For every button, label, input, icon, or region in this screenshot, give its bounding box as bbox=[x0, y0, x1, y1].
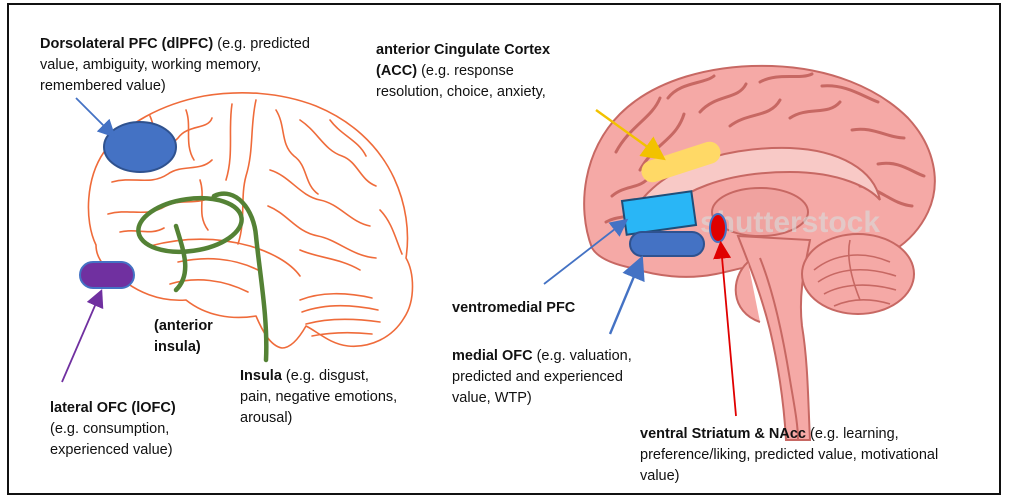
vmpfc-label-bold: ventromedial PFC bbox=[452, 300, 575, 316]
mofc-label-bold: medial OFC bbox=[452, 348, 533, 364]
vmpfc-label: ventromedial PFC bbox=[452, 298, 632, 319]
vs-marker bbox=[710, 214, 726, 242]
lofc-arrow bbox=[62, 294, 100, 382]
dlpfc-marker bbox=[104, 122, 176, 172]
anterior-insula-label-bold: (anterior insula) bbox=[154, 318, 213, 355]
lofc-label: lateral OFC (lOFC) (e.g. consumption, ex… bbox=[50, 398, 200, 461]
dlpfc-label-bold: Dorsolateral PFC (dlPFC) bbox=[40, 36, 213, 52]
lofc-label-bold: lateral OFC (lOFC) bbox=[50, 400, 176, 416]
dlpfc-arrow bbox=[76, 98, 112, 134]
vs-label: ventral Striatum & NAcc (e.g. learning, … bbox=[640, 424, 940, 487]
lofc-marker bbox=[80, 262, 134, 288]
vs-label-bold: ventral Striatum & NAcc bbox=[640, 426, 806, 442]
mofc-label: medial OFC (e.g. valuation, predicted an… bbox=[452, 346, 662, 409]
insula-label-bold: Insula bbox=[240, 368, 282, 384]
lofc-label-text: (e.g. consumption, experienced value) bbox=[50, 421, 173, 458]
anterior-insula-label: (anterior insula) bbox=[154, 316, 234, 358]
acc-label: anterior Cingulate Cortex (ACC) (e.g. re… bbox=[376, 40, 576, 103]
insula-label: Insula (e.g. disgust, pain, negative emo… bbox=[240, 366, 400, 429]
mofc-marker bbox=[630, 232, 704, 256]
dlpfc-label: Dorsolateral PFC (dlPFC) (e.g. predicted… bbox=[40, 34, 340, 97]
watermark: shutterstock bbox=[700, 206, 880, 239]
